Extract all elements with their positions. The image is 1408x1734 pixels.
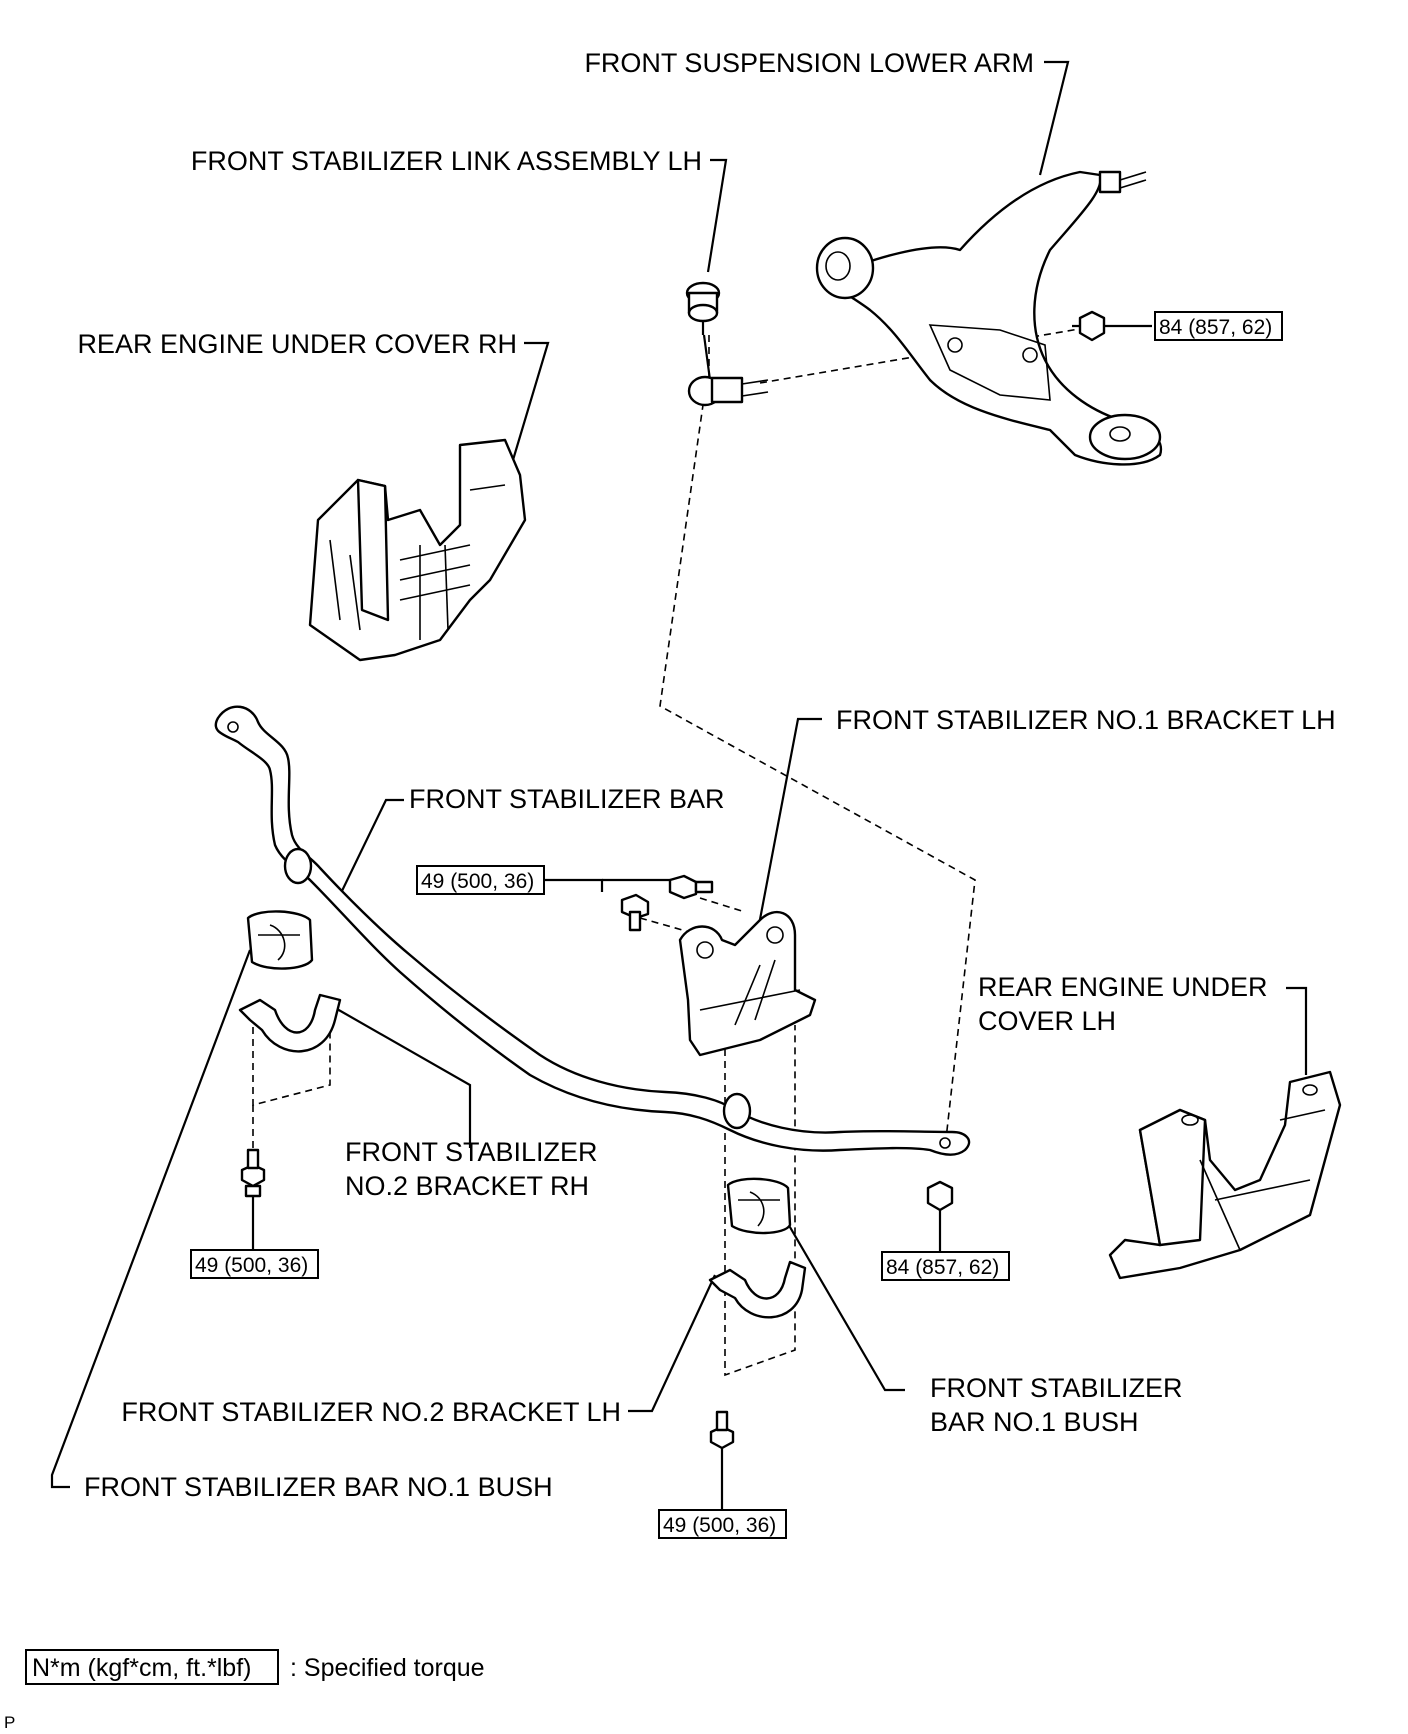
label-front-suspension-lower-arm: FRONT SUSPENSION LOWER ARM [584, 48, 1034, 78]
lh-bush-bracket-drawing [708, 1177, 807, 1450]
label-front-stabilizer-no1-bracket-lh: FRONT STABILIZER NO.1 BRACKET LH [836, 705, 1336, 735]
label-front-stabilizer-bar-no1-bush-right-line1: FRONT STABILIZER [930, 1373, 1183, 1403]
stabilizer-link-drawing [685, 281, 769, 407]
stabilizer-bar-drawing [214, 705, 971, 1212]
label-front-stabilizer-link-assembly-lh: FRONT STABILIZER LINK ASSEMBLY LH [191, 146, 702, 176]
torque-lh-bracket-bolt: 49 (500, 36) [663, 1514, 776, 1537]
label-rear-engine-under-cover-rh: REAR ENGINE UNDER COVER RH [77, 329, 517, 359]
legend-description: : Specified torque [290, 1654, 485, 1682]
torque-rh-bracket-bolt: 49 (500, 36) [195, 1254, 308, 1277]
legend-unit-box [25, 1649, 279, 1685]
torque-link-lower-nut: 84 (857, 62) [886, 1256, 999, 1279]
label-front-stabilizer-bar-no1-bush-right-line2: BAR NO.1 BUSH [930, 1407, 1139, 1437]
torque-lower-arm-nut: 84 (857, 62) [1159, 316, 1272, 339]
lower-arm-drawing [815, 170, 1163, 466]
legend-unit-text: N*m (kgf*cm, ft.*lbf) [32, 1654, 251, 1682]
torque-box-rh-bracket [190, 1249, 319, 1279]
label-front-stabilizer-bar: FRONT STABILIZER BAR [409, 784, 725, 814]
under-cover-lh-drawing [1108, 1070, 1342, 1280]
under-cover-rh-drawing [308, 438, 527, 662]
torque-no1-bracket-bolts: 49 (500, 36) [421, 870, 534, 893]
label-front-stabilizer-no2-bracket-rh-line2: NO.2 BRACKET RH [345, 1171, 589, 1201]
assembly-dashed-lines [252, 327, 1086, 1377]
label-front-stabilizer-bar-no1-bush-left: FRONT STABILIZER BAR NO.1 BUSH [84, 1472, 553, 1502]
rh-bush-bracket-drawing [238, 910, 342, 1198]
footer-code: P [4, 1713, 15, 1732]
label-rear-engine-under-cover-lh-line2: COVER LH [978, 1006, 1116, 1036]
label-front-stabilizer-no2-bracket-lh: FRONT STABILIZER NO.2 BRACKET LH [121, 1397, 621, 1427]
label-front-stabilizer-no2-bracket-rh-line1: FRONT STABILIZER [345, 1137, 598, 1167]
torque-box-no1-bracket [416, 865, 545, 895]
label-rear-engine-under-cover-lh-line1: REAR ENGINE UNDER [978, 972, 1268, 1002]
torque-box-lh-bracket [658, 1509, 787, 1539]
torque-box-link-nut [881, 1251, 1010, 1281]
torque-box-lower-arm [1154, 311, 1283, 341]
no1-bracket-drawing [620, 874, 817, 1057]
torque-legend: N*m (kgf*cm, ft.*lbf) : Specified torque [25, 1649, 485, 1685]
